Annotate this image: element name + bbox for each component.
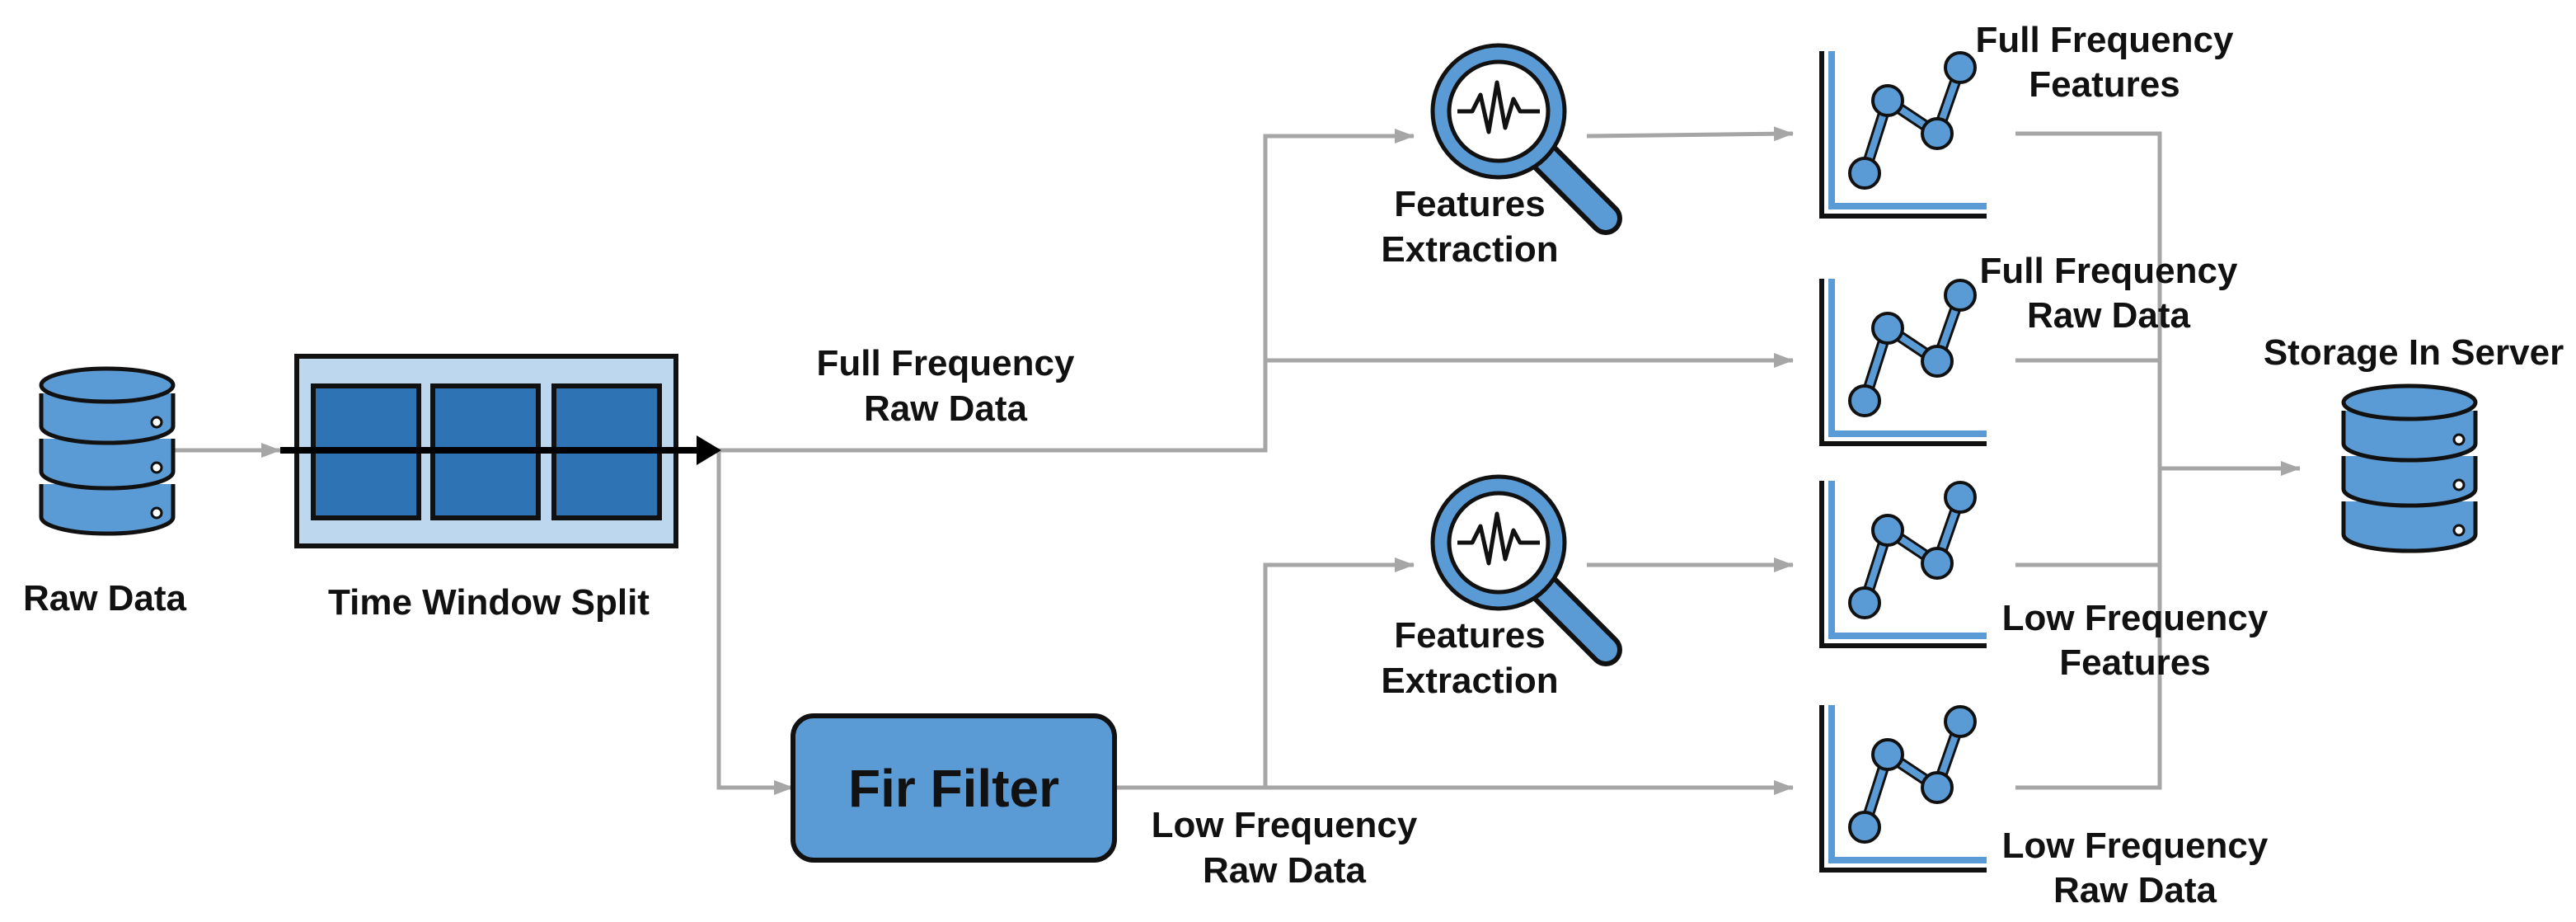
feature-extraction-bottom: Features Extraction — [1381, 477, 1606, 701]
fir-filter-box — [791, 713, 1117, 863]
output-full-frequency-raw-data: Full Frequency Raw Data — [1822, 251, 2238, 444]
svg-text:Extraction: Extraction — [1381, 229, 1558, 270]
to-fir-filter-arrow — [716, 450, 794, 795]
svg-text:Features: Features — [2059, 642, 2210, 683]
svg-text:Full Frequency: Full Frequency — [1980, 251, 2238, 291]
output-low-frequency-features: Low Frequency Features — [1822, 481, 2269, 683]
database-icon — [41, 369, 173, 534]
feature-extraction-top: Features Extraction — [1381, 45, 1606, 270]
raw-data-node: Raw Data — [23, 369, 187, 619]
svg-text:Low Frequency: Low Frequency — [1152, 805, 1418, 845]
connectors — [173, 126, 2301, 795]
svg-text:Full Frequency: Full Frequency — [817, 343, 1075, 383]
svg-text:Low Frequency: Low Frequency — [2002, 826, 2269, 866]
collector-line — [2015, 131, 2162, 790]
svg-text:Features: Features — [1394, 615, 1545, 656]
database-icon — [2344, 386, 2475, 551]
svg-text:Raw Data: Raw Data — [2027, 295, 2191, 336]
line-chart-icon — [1822, 279, 1987, 444]
svg-text:Raw Data: Raw Data — [2053, 870, 2217, 910]
full-frequency-edge-label: Full Frequency Raw Data — [817, 343, 1075, 429]
fir-filter-label: Fir Filter — [848, 759, 1059, 818]
time-axis-arrowhead — [697, 435, 721, 465]
to-feature-extraction-bottom-arrow — [1263, 557, 1415, 788]
svg-text:Features: Features — [1394, 184, 1545, 224]
line-chart-icon — [1822, 481, 1987, 646]
time-window-split-node: Time Window Split — [280, 354, 721, 623]
line-chart-icon — [1822, 51, 1987, 216]
storage-node: Storage In Server — [2264, 332, 2564, 551]
svg-text:Extraction: Extraction — [1381, 661, 1558, 701]
low-frequency-edge-label: Low Frequency Raw Data — [1152, 805, 1418, 891]
svg-text:Features: Features — [2029, 64, 2180, 105]
time-window-label: Time Window Split — [328, 582, 650, 623]
svg-text:Low Frequency: Low Frequency — [2002, 598, 2269, 638]
raw-data-label: Raw Data — [23, 578, 187, 619]
to-feature-extraction-top-arrow — [717, 129, 1415, 453]
storage-label: Storage In Server — [2264, 332, 2564, 373]
svg-text:Raw Data: Raw Data — [864, 388, 1028, 429]
output-low-frequency-raw-data: Low Frequency Raw Data — [1822, 705, 2269, 910]
svg-text:Full Frequency: Full Frequency — [1976, 20, 2234, 60]
output-full-frequency-features: Full Frequency Features — [1822, 20, 2234, 216]
line-chart-icon — [1822, 705, 1987, 870]
to-full-features-chart-arrow — [1586, 126, 1794, 142]
svg-text:Raw Data: Raw Data — [1203, 850, 1367, 891]
fir-filter-node: Fir Filter — [791, 713, 1117, 863]
